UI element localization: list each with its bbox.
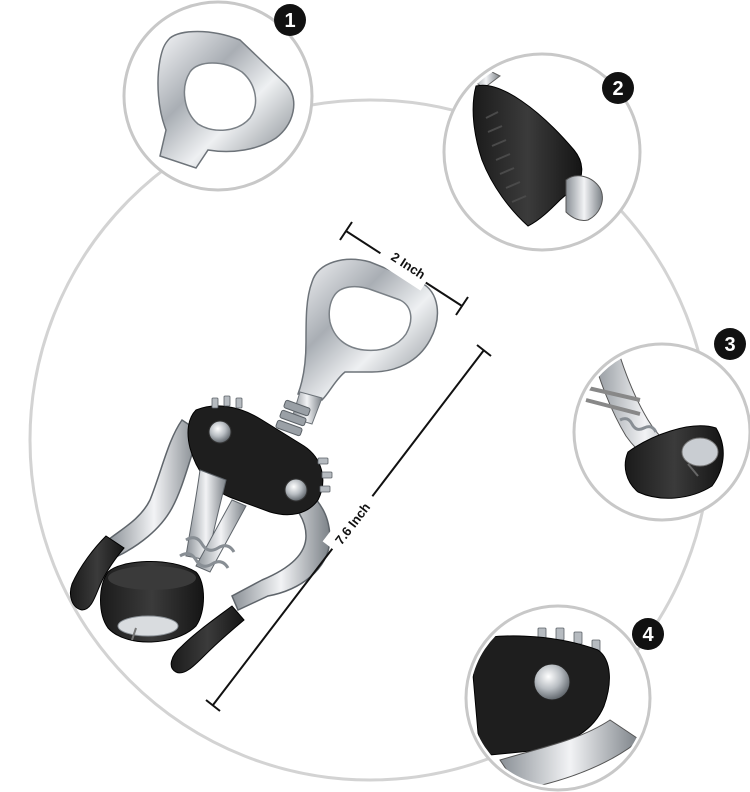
callout-3-number: 3	[724, 334, 735, 356]
pivot-rivet	[533, 663, 571, 701]
callout-3: 3	[572, 328, 750, 522]
callout-2-badge	[602, 72, 634, 104]
callout-2-number: 2	[612, 78, 623, 100]
callout-2: 2	[442, 52, 642, 252]
length-dimension: 7.6 Inch	[205, 344, 492, 712]
callout-1: 1	[122, 0, 314, 192]
callout-4-number: 4	[642, 624, 654, 646]
callout-1-number: 1	[284, 10, 295, 32]
corkscrew-main	[69, 258, 439, 674]
callout-4-badge	[632, 618, 664, 650]
callout-3-badge	[714, 328, 746, 360]
lever-grip-body	[472, 84, 583, 227]
callout-4: 4	[464, 604, 664, 792]
right-grip	[170, 605, 245, 674]
left-grip	[69, 535, 125, 611]
rivet-bottom	[284, 478, 308, 502]
opener-hole	[328, 285, 412, 352]
rivet-top	[208, 420, 232, 444]
callout-1-badge	[274, 4, 306, 36]
